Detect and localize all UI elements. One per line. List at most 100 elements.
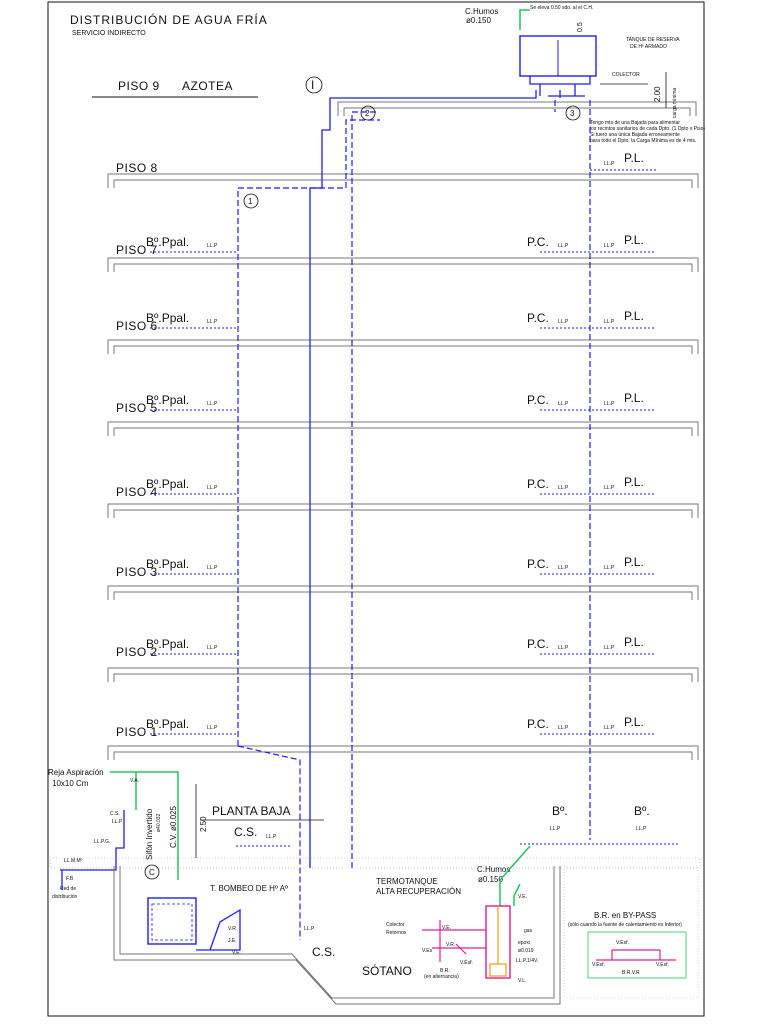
bath-label: Bº.Ppal. (146, 393, 189, 407)
vl-label: V.L. (518, 978, 526, 984)
br-label: B.R. (440, 968, 450, 974)
floor-label: PISO 7 (116, 243, 158, 257)
bath-tap-label: LL.P (207, 645, 218, 651)
floor-label: PISO 1 (116, 725, 158, 739)
laundry-tap-label: LL.P (604, 401, 615, 407)
roof-note-4: para todo el Dpto. la Carga Mínima es de… (590, 138, 696, 144)
riser-1-bottom (237, 745, 301, 940)
bsmt-chimney-label: C.Humos (477, 865, 510, 874)
riser-1-label: 1 (248, 197, 253, 206)
riser-3-label: 3 (570, 109, 575, 118)
bypass-brvr: B.R.V.R (622, 970, 640, 976)
floor-label: PISO 8 (116, 161, 158, 175)
laundry-label: P.L. (624, 635, 644, 649)
laundry-tap-label: LL.P (604, 725, 615, 731)
ground-b-left-llp: LL.P (550, 826, 561, 832)
cv-label: C.V. ø0.025 (169, 805, 178, 848)
laundry-tap-label: LL.P (604, 243, 615, 249)
floor-slab (107, 421, 699, 436)
vr-mid: V.R (446, 942, 454, 948)
laundry-label: P.L. (624, 391, 644, 405)
bath-label: Bº.Ppal. (146, 557, 189, 571)
bath-tap-label: LL.P (207, 565, 218, 571)
termo-label-1: TERMOTANQUE (376, 877, 438, 886)
tank-vent (519, 9, 530, 30)
kitchen-label: P.C. (527, 393, 549, 407)
bypass-vesf-left: V.Esf. (592, 962, 605, 968)
riser-1-pipe (237, 119, 380, 746)
ground-slab (49, 857, 701, 869)
bath-tap-label: LL.P (207, 243, 218, 249)
bath-tap-label: LL.P (207, 401, 218, 407)
laundry-tap-label: LL.P (604, 565, 615, 571)
supply-riser-main (309, 90, 537, 868)
kitchen-tap-label: LL.P (558, 725, 569, 731)
kitchen-label: P.C. (527, 557, 549, 571)
ground-cs-big: C.S. (234, 825, 257, 839)
gas-label: gas (524, 928, 533, 934)
kitchen-label: P.C. (527, 235, 549, 249)
floor-levels: PISO 8 P.L. LL.P PISO 7 Bº.Ppal. LL.P P.C. LL.P… (107, 151, 699, 760)
riser-c-label: C (149, 868, 155, 877)
laundry-tap-label: LL.P (604, 485, 615, 491)
reja-label: Reja Aspiración (48, 768, 104, 777)
kitchen-tap-label: LL.P (558, 645, 569, 651)
bypass-title: B.R. en BY-PASS (594, 911, 656, 920)
kitchen-label: P.C. (527, 477, 549, 491)
floor-slab (107, 339, 699, 354)
floor-slab (107, 585, 699, 600)
basement-cs: C.S. (312, 945, 335, 959)
roof-note-2: los recintos sanitarios de cada Dpto. (1… (590, 126, 705, 132)
laundry-tap-label: LL.P (604, 319, 615, 325)
dim-250: 2.50 (199, 816, 208, 832)
kitchen-label: P.C. (527, 637, 549, 651)
llp-left: LL.P (112, 819, 123, 825)
sifon-sub: ø40.032 (156, 813, 162, 832)
bypass-box (563, 865, 699, 999)
bath-label: Bº.Ppal. (146, 637, 189, 651)
height-dim: 2.00 (653, 86, 662, 102)
floor-slab (107, 745, 699, 760)
riser-c-marker (144, 864, 160, 880)
roof-note-3: Si tuero una única Bajada erroneamente (590, 132, 680, 138)
roof-chimney-label: C.Humos (465, 7, 498, 16)
riser-I-marker (305, 76, 323, 94)
colector-retornos-2: Retornos (386, 930, 407, 936)
epoxi-diam: ø0.019 (518, 948, 534, 954)
epoxi-label: epoxi (518, 940, 530, 946)
sheet-border (47, 1, 705, 1017)
return-piping (422, 920, 486, 962)
kitchen-tap-label: LL.P (558, 485, 569, 491)
laundry-label: P.L. (624, 309, 644, 323)
pump-je: J.E. (228, 938, 237, 944)
llpg-label: LL.P.G. (94, 839, 110, 845)
cs-left: C.S. (110, 811, 120, 817)
kitchen-tap-label: LL.P (558, 319, 569, 325)
bath-label: Bº.Ppal. (146, 717, 189, 731)
sifon-label: Sifón Invertido (145, 808, 154, 860)
kitchen-tap-label: LL.P (558, 565, 569, 571)
basement-walls (113, 866, 561, 1005)
laundry-label: P.L. (624, 715, 644, 729)
bypass-frame (587, 931, 687, 979)
bath-label: Bº.Ppal. (146, 477, 189, 491)
bypass-vesf-right: V.Esf. (656, 962, 669, 968)
bath-tap-label: LL.P (207, 725, 218, 731)
roof-floor-label: PISO 9 (118, 79, 160, 93)
termo-base (489, 963, 507, 977)
ve-mid: V.E. (442, 925, 451, 931)
ground-b-right-llp: LL.P (636, 826, 647, 832)
kitchen-tap-label: LL.P (558, 243, 569, 249)
vent-green (110, 771, 179, 880)
tank-label-1: TANQUE DE RESERVA (626, 37, 680, 43)
colector-retornos-1: Colector (386, 922, 405, 928)
bypass-note: (sólo cuando la fuente de calentamiento … (568, 922, 682, 928)
floor-slab (107, 667, 699, 682)
height-note: carga mínima (672, 87, 678, 118)
laundry-label: P.L. (624, 233, 644, 247)
bath-tap-label: LL.P (207, 485, 218, 491)
bomba-label: T. BOMBEO DE Hº Aº (210, 884, 288, 893)
laundry-label: P.L. (624, 555, 644, 569)
laundry-tap-label: LL.P (604, 645, 615, 651)
